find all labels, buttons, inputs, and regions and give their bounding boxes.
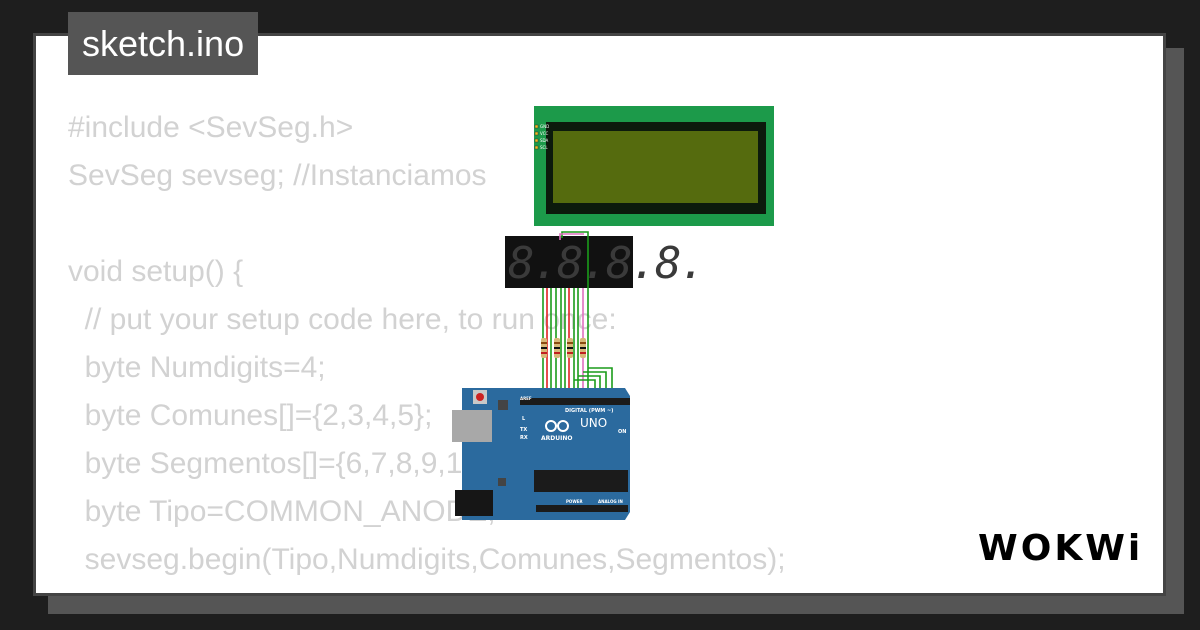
lcd-pin-gnd: GND: [540, 124, 549, 129]
lcd-pin-vcc: VCC: [540, 131, 549, 136]
rx-label: RX: [520, 435, 528, 441]
aref-label: AREF: [520, 396, 532, 401]
atmega-chip: [534, 470, 628, 492]
arduino-uno-board[interactable]: DIGITAL (PWM ~) AREF L TX RX UNO ARDUINO…: [452, 388, 630, 520]
power-jack: [455, 490, 493, 516]
resistors: [541, 338, 586, 358]
usb-port: [452, 410, 492, 442]
resistor-4: [580, 338, 586, 358]
power-label: POWER: [566, 499, 583, 504]
resistor-1: [541, 338, 547, 358]
code-editor: #include <SevSeg.h> SevSeg sevseg; //Inst…: [68, 104, 786, 593]
code-line-5: // put your setup code here, to run once…: [68, 303, 617, 336]
code-line-10: sevseg.begin(Tipo,Numdigits,Comunes,Segm…: [68, 543, 786, 576]
lcd-display[interactable]: GND VCC SDA SCL: [534, 106, 774, 226]
seven-segment-display[interactable]: 8.8.8.8.: [505, 236, 706, 289]
code-line-6: byte Numdigits=4;: [68, 351, 326, 384]
analog-in-label: ANALOG IN: [598, 499, 623, 504]
file-tab[interactable]: sketch.ino: [68, 12, 259, 75]
lcd-pin-scl: SCL: [540, 145, 548, 150]
uno-model-label: UNO: [580, 416, 607, 430]
wokwi-logo[interactable]: WOKWi: [978, 528, 1144, 569]
code-line-4: void setup() {: [68, 255, 244, 288]
power-analog-header: [536, 505, 628, 512]
code-line-2: SevSeg sevseg; //Instanciamos: [68, 159, 487, 192]
digital-pins-label: DIGITAL (PWM ~): [565, 408, 613, 414]
code-line-7: byte Comunes[]={2,3,4,5};: [68, 399, 433, 432]
code-line-9: byte Tipo=COMMON_ANODE;: [68, 495, 496, 528]
led-l-label: L: [522, 416, 526, 422]
lcd-pin-sda: SDA: [540, 138, 549, 143]
arduino-brand-label: ARDUINO: [541, 435, 572, 442]
code-line-1: #include <SevSeg.h>: [68, 111, 354, 144]
code-line-11: }: [68, 584, 786, 593]
resistor-2: [554, 338, 560, 358]
digital-header: [520, 398, 630, 405]
arduino-logo-icon: [545, 420, 569, 432]
segment-digits: 8.8.8.8.: [508, 238, 704, 289]
power-on-label: ON: [618, 429, 626, 435]
resistor-3: [567, 338, 573, 358]
tx-label: TX: [520, 427, 527, 433]
